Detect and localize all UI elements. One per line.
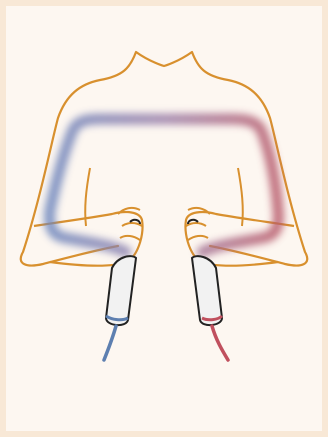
left-electrode bbox=[104, 220, 140, 360]
signal-path bbox=[50, 119, 279, 252]
right-electrode-body bbox=[192, 256, 222, 325]
left-electrode-lead bbox=[104, 326, 116, 360]
left-electrode-body bbox=[106, 256, 136, 325]
right-electrode-lead bbox=[212, 326, 228, 360]
